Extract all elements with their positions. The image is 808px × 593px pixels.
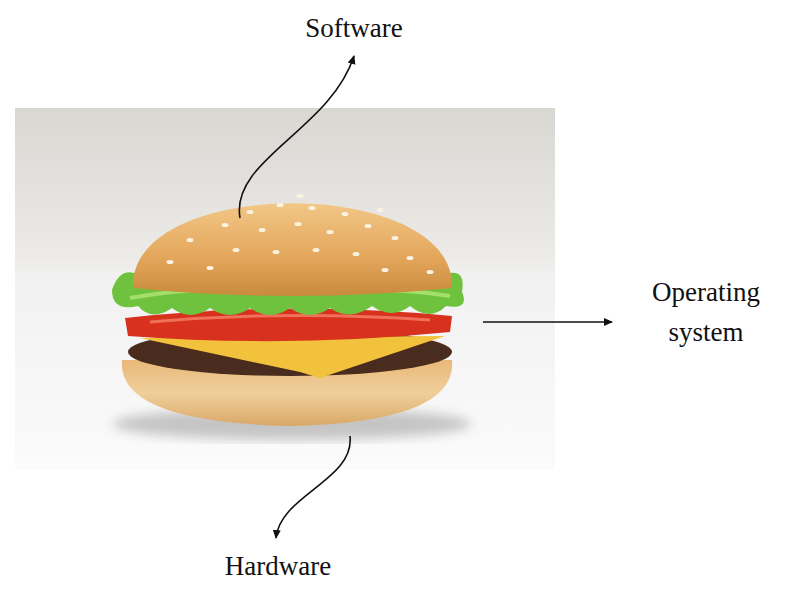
part-label: Operating system — [626, 272, 786, 352]
leader-arrow — [276, 436, 350, 538]
leader-arrow — [239, 56, 354, 218]
leader-arrow — [483, 321, 612, 323]
part-label: Software — [305, 8, 402, 48]
part-label: Hardware — [225, 546, 331, 586]
